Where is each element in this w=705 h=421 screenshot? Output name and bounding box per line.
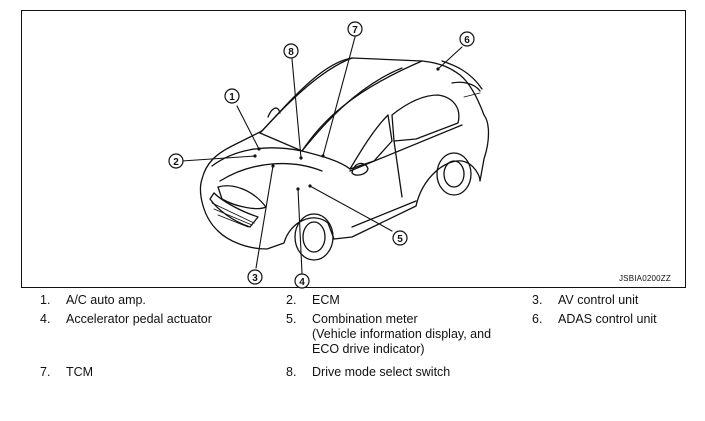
legend: 1. A/C auto amp. 2. ECM 3. AV control un… [40, 293, 657, 379]
callout-circle-5 [392, 230, 408, 246]
rocker-line [351, 200, 417, 228]
car-illustration: 1 2 3 4 5 6 7 8 [168, 21, 490, 289]
windshield [259, 67, 403, 152]
callout-3: 3 [252, 273, 258, 284]
leader-8 [291, 58, 302, 159]
leader-4 [297, 188, 303, 274]
antenna [267, 107, 281, 118]
grille [209, 192, 259, 228]
callout-circle-2 [168, 153, 184, 169]
callout-7: 7 [352, 25, 358, 36]
car-roof [259, 57, 353, 134]
leader-1 [236, 105, 260, 150]
headlight [217, 185, 267, 210]
leader-3 [255, 165, 274, 269]
rear-window [391, 94, 460, 142]
diagram-frame: 1 2 3 4 5 6 7 8 JSBIA0200ZZ [21, 10, 686, 289]
callout-2: 2 [173, 157, 179, 168]
callout-circle-3 [247, 269, 263, 285]
callout-1: 1 [229, 92, 235, 103]
callout-circle-1 [224, 88, 240, 104]
callout-circle-6 [459, 31, 475, 47]
side-mirror [351, 162, 369, 176]
front-window [349, 114, 393, 170]
leader-2 [181, 155, 256, 162]
car-body-outline [199, 57, 490, 250]
hood-line [211, 147, 351, 170]
door-line [393, 140, 403, 198]
belt-line [349, 124, 463, 172]
leader-6 [437, 46, 463, 70]
callout-6: 6 [464, 35, 470, 46]
leader-7 [322, 36, 356, 157]
callout-circle-7 [347, 21, 363, 37]
callout-circle-8 [283, 43, 299, 59]
callout-4: 4 [299, 277, 305, 288]
front-wheel [294, 213, 334, 261]
callout-5: 5 [397, 234, 403, 245]
callout-8: 8 [288, 47, 294, 58]
callout-circle-4 [294, 273, 310, 289]
hood-crease [219, 163, 323, 182]
leader-5 [309, 185, 393, 232]
figure-code: JSBIA0200ZZ [618, 274, 671, 283]
rear-wheel [436, 152, 472, 196]
